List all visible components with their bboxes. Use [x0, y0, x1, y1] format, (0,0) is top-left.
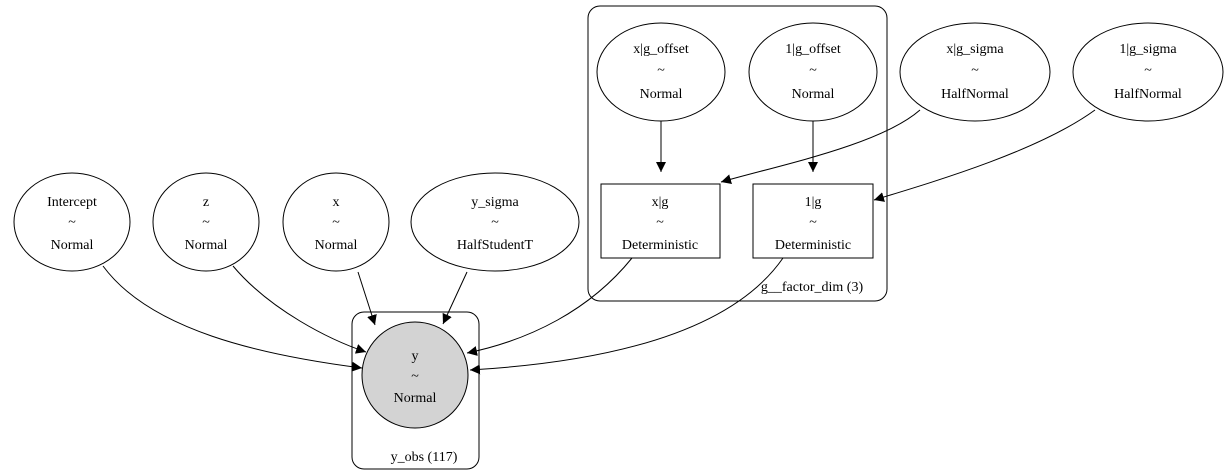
- node-y-tilde: ~: [411, 369, 419, 384]
- node-y-dist: Normal: [394, 391, 437, 406]
- node-1-g-offset-dist: Normal: [792, 87, 835, 102]
- plate-g-factor-dim-label: g__factor_dim (3): [761, 280, 864, 295]
- node-x-g-dist: Deterministic: [622, 238, 698, 253]
- node-intercept[interactable]: Intercept ~ Normal: [13, 172, 131, 272]
- node-x-name: x: [333, 195, 340, 210]
- node-1-g-dist: Deterministic: [775, 238, 851, 253]
- node-x[interactable]: x ~ Normal: [282, 172, 390, 272]
- node-y-sigma-tilde: ~: [491, 215, 499, 230]
- node-intercept-tilde: ~: [68, 215, 76, 230]
- edge-1g-sigma-to-1g: [873, 109, 1096, 202]
- node-1-g-offset-tilde: ~: [809, 63, 817, 78]
- node-z-tilde: ~: [202, 215, 210, 230]
- edge-1g-to-y: [469, 257, 784, 375]
- node-1-g-name: 1|g: [805, 195, 822, 210]
- plate-y-obs-label: y_obs (117): [391, 450, 458, 465]
- node-1-g-sigma[interactable]: 1|g_sigma ~ HalfNormal: [1072, 22, 1224, 122]
- node-intercept-dist: Normal: [51, 238, 94, 253]
- node-z-dist: Normal: [185, 238, 228, 253]
- edge-intercept-to-y: [102, 265, 363, 372]
- node-x-g-name: x|g: [652, 195, 669, 210]
- node-y-name: y: [412, 349, 419, 364]
- node-1-g-sigma-dist: HalfNormal: [1114, 87, 1182, 102]
- node-1-g-offset-name: 1|g_offset: [785, 42, 841, 57]
- node-x-g-offset-name: x|g_offset: [633, 42, 689, 57]
- node-x-g-offset-tilde: ~: [657, 63, 665, 78]
- edge-xg-sigma-to-xg: [720, 109, 921, 185]
- node-1-g-tilde: ~: [809, 215, 817, 230]
- node-x-dist: Normal: [315, 238, 358, 253]
- node-x-g-offset-dist: Normal: [640, 87, 683, 102]
- edge-z-to-y: [232, 265, 367, 354]
- node-x-tilde: ~: [332, 215, 340, 230]
- plate-y-obs: y_obs (117): [351, 311, 480, 470]
- plate-g-factor-dim: g__factor_dim (3): [587, 5, 888, 302]
- node-z[interactable]: z ~ Normal: [152, 172, 260, 272]
- node-x-g-tilde: ~: [656, 215, 664, 230]
- node-x-g-sigma-tilde: ~: [971, 63, 979, 78]
- node-x-g-sigma-name: x|g_sigma: [946, 42, 1004, 57]
- node-x-g-sigma-dist: HalfNormal: [941, 87, 1009, 102]
- edge-x-to-y: [357, 271, 377, 326]
- node-x-g-offset[interactable]: x|g_offset ~ Normal: [596, 22, 726, 122]
- node-y-sigma-dist: HalfStudentT: [457, 238, 534, 253]
- node-y-sigma-name: y_sigma: [471, 195, 519, 210]
- edges: [102, 109, 1096, 375]
- node-y-observed[interactable]: y ~ Normal: [361, 321, 469, 429]
- node-x-g[interactable]: x|g ~ Deterministic: [600, 183, 721, 259]
- node-intercept-name: Intercept: [47, 195, 97, 210]
- node-z-name: z: [203, 195, 209, 210]
- node-x-g-sigma[interactable]: x|g_sigma ~ HalfNormal: [899, 22, 1051, 122]
- node-1-g-sigma-name: 1|g_sigma: [1119, 42, 1177, 57]
- node-1-g-offset[interactable]: 1|g_offset ~ Normal: [748, 22, 878, 122]
- node-1-g-sigma-tilde: ~: [1144, 63, 1152, 78]
- node-y-sigma[interactable]: y_sigma ~ HalfStudentT: [410, 172, 580, 272]
- edge-xg-to-y: [466, 257, 633, 356]
- node-1-g[interactable]: 1|g ~ Deterministic: [752, 183, 874, 259]
- edge-y-sigma-to-y: [442, 271, 468, 325]
